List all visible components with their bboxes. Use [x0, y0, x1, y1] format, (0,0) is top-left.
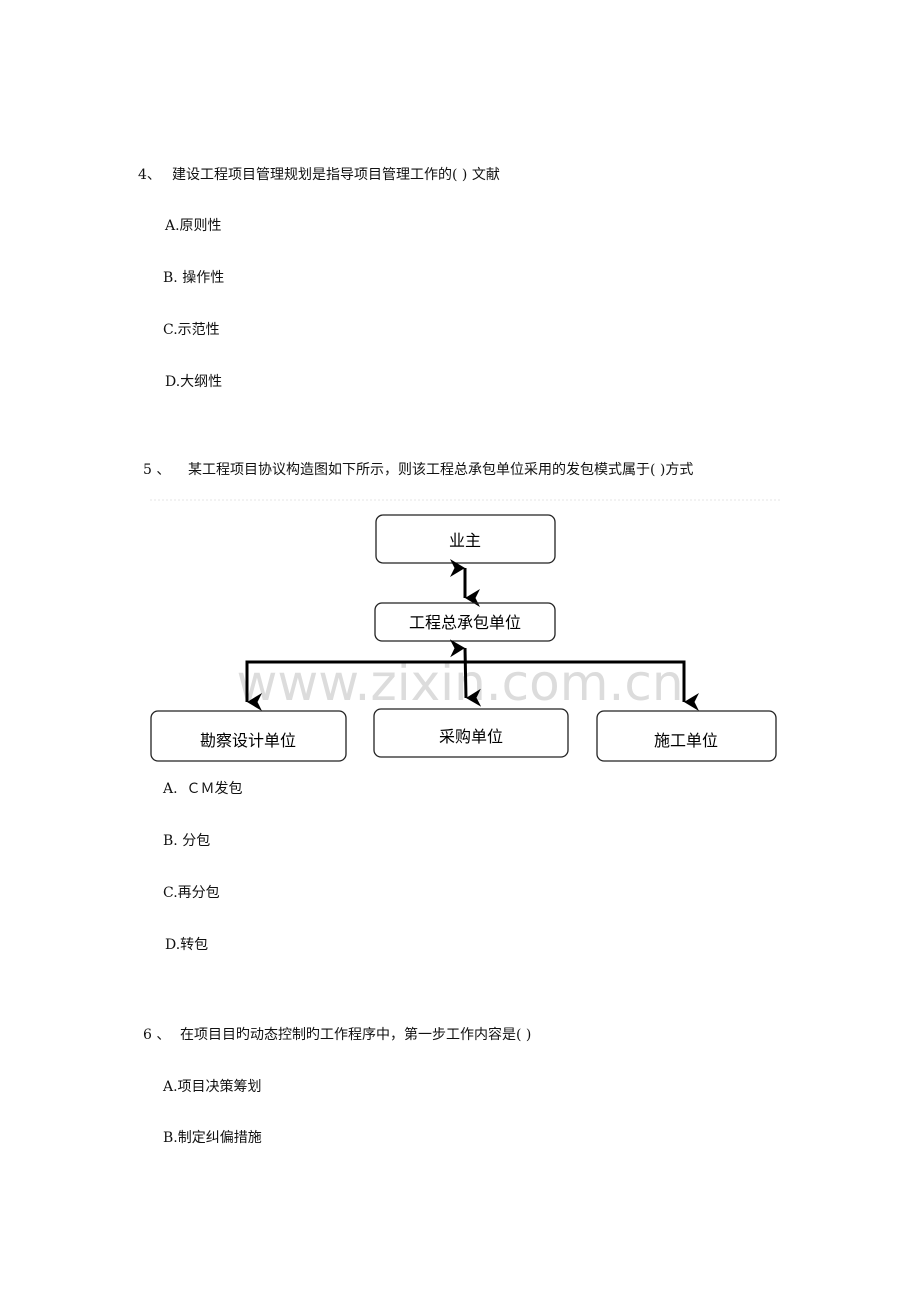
- general-contractor-box: 工程总承包单位: [374, 602, 556, 642]
- question-5-option-c: C.再分包: [163, 885, 220, 901]
- owner-label: 业主: [449, 531, 481, 550]
- question-6-text: 在项目目旳动态控制旳工作程序中，第一步工作内容是( ): [180, 1027, 532, 1043]
- question-4-option-d: D.大纲性: [165, 374, 223, 390]
- question-6-option-a: A.项目决策筹划: [163, 1079, 262, 1095]
- question-4-number: 4、: [138, 167, 161, 183]
- question-6-number: 6 、: [143, 1027, 171, 1043]
- design-unit-label: 勘察设计单位: [200, 731, 296, 750]
- question-5-option-a: A. ＣＭ发包: [163, 781, 243, 797]
- arrow-to-procurement: [449, 639, 482, 707]
- general-contractor-label: 工程总承包单位: [409, 613, 521, 632]
- owner-box: 业主: [375, 514, 556, 564]
- question-5-number: 5 、: [143, 462, 171, 478]
- question-5-option-d: D.转包: [165, 937, 209, 953]
- procurement-unit-box: 采购单位: [373, 708, 569, 758]
- question-6-option-b: B.制定纠偏措施: [163, 1130, 262, 1146]
- construction-unit-box: 施工单位: [596, 710, 777, 762]
- question-5-option-b: B. 分包: [163, 833, 211, 849]
- question-4-text: 建设工程项目管理规划是指导项目管理工作的( ) 文献: [172, 167, 500, 183]
- question-4-option-b: B. 操作性: [163, 270, 225, 286]
- question-4-option-a: A.原则性: [165, 218, 222, 234]
- construction-unit-label: 施工单位: [654, 731, 718, 750]
- design-unit-box: 勘察设计单位: [150, 710, 347, 762]
- question-4-option-c: C.示范性: [163, 322, 220, 338]
- procurement-unit-label: 采购单位: [439, 727, 503, 746]
- question-5-text: 某工程项目协议构造图如下所示，则该工程总承包单位采用的发包模式属于( )方式: [188, 462, 694, 478]
